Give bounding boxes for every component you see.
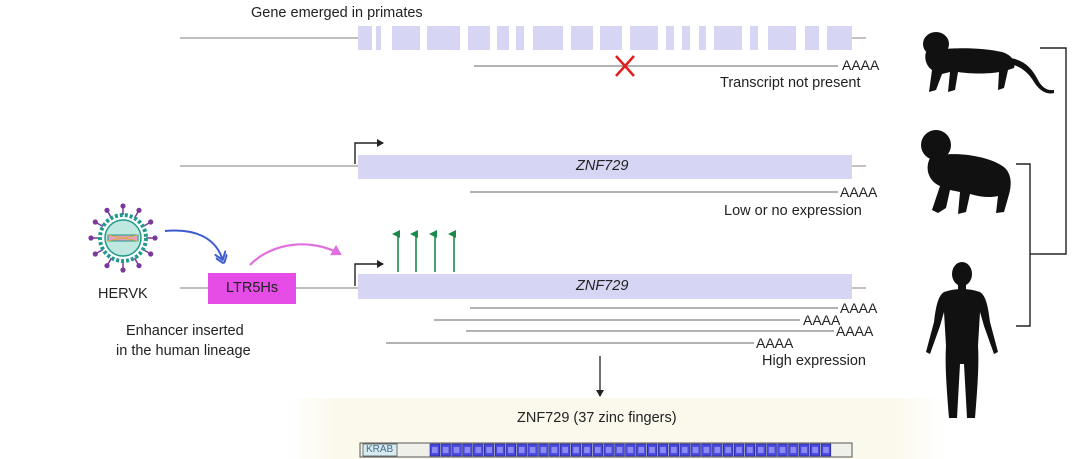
krab-label: KRAB: [366, 444, 394, 455]
poly-a-tail-1: AAAA: [842, 57, 880, 73]
zinc-finger-inner: [605, 447, 612, 453]
znf729-protein: [359, 442, 853, 458]
low-expression-label: Low or no expression: [724, 203, 862, 219]
hervk-virus-icon: [88, 203, 158, 273]
zinc-finger-domains: [429, 443, 832, 457]
green-up-arrows: [392, 230, 456, 272]
zinc-finger-inner: [768, 447, 775, 453]
protein-title: ZNF729 (37 zinc fingers): [517, 410, 677, 426]
znf729-exon-3: [358, 274, 852, 299]
zinc-finger-inner: [812, 447, 818, 453]
ltr5hs-label: LTR5Hs: [226, 280, 279, 296]
section3-gene-track: [164, 229, 866, 397]
zinc-finger-inner: [508, 447, 514, 453]
high-expression-label: High expression: [762, 353, 866, 369]
zinc-finger-inner: [486, 447, 492, 453]
blue-curved-arrow: [164, 229, 222, 258]
zinc-finger-inner: [757, 447, 764, 453]
exon-blocks: [358, 26, 852, 50]
zinc-finger-inner: [475, 447, 482, 453]
section1-gene-track: [180, 26, 866, 77]
zinc-finger-inner: [649, 447, 655, 453]
enhancer-caption-line1: Enhancer inserted: [126, 323, 244, 339]
zinc-finger-inner: [703, 447, 710, 453]
zinc-finger-inner: [725, 447, 732, 453]
pink-curved-arrow: [249, 243, 342, 266]
zinc-finger-inner: [584, 447, 590, 453]
zinc-finger-inner: [790, 447, 797, 453]
zinc-finger-inner: [627, 447, 634, 453]
zinc-finger-inner: [638, 447, 645, 453]
zinc-finger-inner: [453, 447, 460, 453]
zinc-finger-inner: [518, 447, 525, 453]
section2-gene-track: [180, 139, 866, 193]
hervk-label: HERVK: [98, 286, 148, 302]
poly-a-tail-3b: AAAA: [803, 312, 841, 328]
znf729-exon-2: [358, 155, 852, 179]
zinc-finger-inner: [464, 447, 471, 453]
zinc-finger-inner: [692, 447, 699, 453]
enhancer-caption-line2: in the human lineage: [116, 343, 251, 359]
zinc-finger-inner: [714, 447, 721, 453]
poly-a-tail-3a: AAAA: [840, 300, 878, 316]
poly-a-tail-3c: AAAA: [836, 323, 874, 339]
zinc-finger-inner: [529, 447, 536, 453]
chimpanzee-icon: [921, 130, 1011, 214]
zinc-finger-inner: [540, 447, 547, 453]
zinc-finger-inner: [747, 447, 753, 453]
zinc-finger-inner: [801, 447, 808, 453]
phylogeny-tree: [1016, 47, 1067, 327]
ltr5hs-box: [208, 273, 296, 304]
krab-domain: [362, 443, 398, 457]
zinc-finger-inner: [551, 447, 558, 453]
zinc-finger-inner: [779, 447, 786, 453]
poly-a-tail-2: AAAA: [840, 184, 878, 200]
znf729-gene-label-3: ZNF729: [576, 278, 629, 294]
poly-a-tail-3d: AAAA: [756, 335, 794, 351]
section1-title: Gene emerged in primates: [251, 5, 423, 21]
zinc-finger-inner: [681, 447, 688, 453]
zinc-finger-inner: [573, 447, 579, 453]
red-x-icon: [615, 55, 635, 77]
zinc-finger-inner: [594, 447, 601, 453]
tss-arrow-3: [354, 260, 384, 286]
monkey-icon: [923, 32, 1054, 94]
zinc-finger-inner: [736, 447, 742, 453]
tss-arrow-2: [354, 139, 384, 164]
zinc-finger-inner: [562, 447, 569, 453]
zinc-finger-inner: [616, 447, 623, 453]
zinc-finger-inner: [823, 447, 829, 453]
human-icon: [926, 262, 998, 418]
zinc-finger-inner: [660, 447, 666, 453]
zinc-finger-inner: [497, 447, 503, 453]
zinc-finger-inner: [442, 447, 449, 453]
znf729-gene-label-2: ZNF729: [576, 158, 629, 174]
zinc-finger-inner: [671, 447, 677, 453]
zinc-finger-inner: [432, 447, 438, 453]
transcript-not-present-label: Transcript not present: [720, 75, 861, 91]
